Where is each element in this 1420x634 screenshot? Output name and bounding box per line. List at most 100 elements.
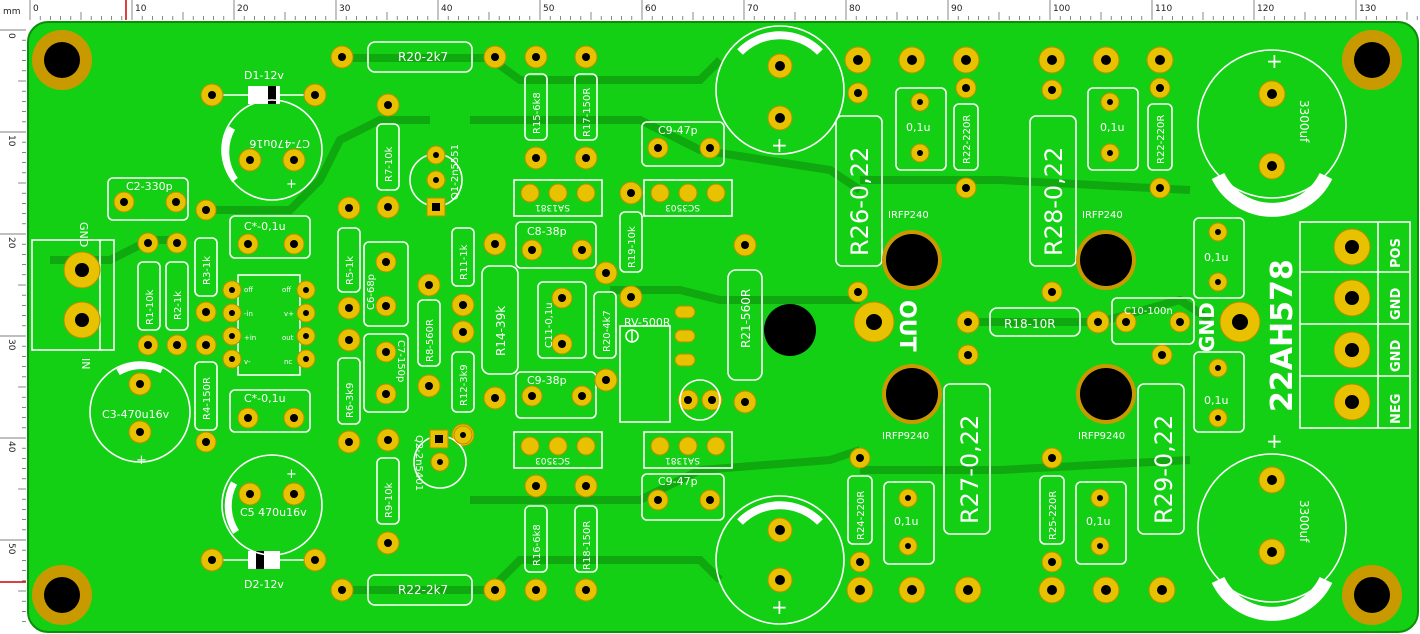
- label-r7: R7-10k: [384, 146, 395, 182]
- label-d2: D2-12v: [244, 578, 284, 591]
- transistor-q1: Q1-2n5551: [409, 144, 463, 217]
- input-terminal: GND IN: [31, 222, 115, 369]
- label-c-bot: C*-0,1u: [244, 392, 286, 405]
- label-c3: C3-470u16v: [102, 408, 170, 421]
- label-r11: R11-1k: [459, 244, 470, 280]
- label-r26: R26-0,22: [846, 147, 874, 256]
- ruler-unit: mm: [3, 7, 21, 17]
- label-r20b: R20-4k7: [602, 310, 613, 352]
- label-irfp240-a: IRFP240: [888, 210, 929, 221]
- gnd-output-terminal: GND: [1195, 301, 1261, 352]
- label-neg: NEG: [1389, 394, 1404, 424]
- label-sc3503-top: SC3503: [665, 202, 700, 212]
- resistor-r22: R22-2k7: [330, 574, 507, 606]
- resistor-r7: R7-10k: [376, 93, 400, 219]
- cap-c10: C10-100n: [1111, 297, 1195, 345]
- resistor-r15: R15-6k8: [524, 45, 548, 170]
- label-cap-01u-d: 0,1u: [1086, 515, 1110, 528]
- label-r28: R28-0,22: [1040, 147, 1068, 256]
- cap-3300-bot: 3300uf +: [1197, 429, 1347, 621]
- opamp-pin-label: out: [282, 334, 294, 342]
- cap-c7-top: C7-470u16 +: [221, 99, 323, 201]
- label-r16: R16-6k8: [532, 524, 543, 566]
- resistor-r9: R9-10k: [376, 428, 400, 555]
- resistor-r11: R11-1k: [451, 227, 475, 317]
- ruler-left-label: 30: [6, 339, 16, 351]
- ruler-top-label: 10: [135, 4, 147, 14]
- ruler-top-label: 30: [339, 4, 351, 14]
- label-cap3300-bot: 3300uf: [1297, 500, 1311, 543]
- resistor-r22-220-a: R22-220R: [952, 46, 980, 199]
- pcb-board: [27, 21, 1419, 633]
- label-gnd-1: GND: [1389, 287, 1404, 320]
- transistor-sa1381-bot: SA1381: [643, 431, 733, 469]
- label-r18b: R18-150R: [582, 521, 593, 570]
- label-r17: R17-150R: [582, 88, 593, 137]
- label-cap-01u-b: 0,1u: [1100, 121, 1124, 134]
- label-cap-01u-f: 0,1u: [1204, 394, 1228, 407]
- mosfet-irfp240-a: IRFP240: [847, 210, 942, 303]
- label-c11: C11-0,1u: [544, 302, 555, 348]
- label-r27: R27-0,22: [956, 415, 984, 524]
- board-name: 22AH578: [1265, 259, 1300, 412]
- label-cap3300-top: 3300uf: [1297, 100, 1311, 143]
- resistor-r18: R18-10R: [956, 307, 1110, 337]
- cap-c2: C2-330p: [107, 177, 189, 221]
- label-r3: R3-1k: [202, 256, 213, 285]
- label-sa1381-top: SA1381: [535, 202, 570, 212]
- label-r24: R24-220R: [856, 491, 867, 540]
- label-pos: POS: [1389, 238, 1404, 268]
- cap-c9-mid: C9-38p: [515, 371, 597, 419]
- label-out: OUT: [894, 300, 919, 352]
- ruler-top-label: 110: [1155, 4, 1172, 14]
- label-d1: D1-12v: [244, 69, 284, 82]
- label-sa1381-bot: SA1381: [665, 455, 700, 465]
- transistor-q2: Q2-2n5401: [413, 425, 473, 491]
- cap-01u-c: 0,1u: [883, 481, 935, 604]
- opamp-pin-label: v-: [244, 358, 251, 366]
- cap-c9-bot: C9-47p: [641, 473, 725, 521]
- cap-3300-top: 3300uf +: [1197, 49, 1347, 217]
- label-in: IN: [79, 358, 92, 369]
- plus-sign: +: [1266, 49, 1283, 73]
- resistor-r25: R25-220R: [1038, 447, 1066, 604]
- label-c6: C6-68p: [366, 274, 377, 310]
- ruler-top-label: 0: [33, 4, 39, 14]
- cap-01u-b: 0,1u: [1087, 46, 1139, 171]
- resistor-r27: R27-0,22: [943, 344, 991, 604]
- plus-sign: +: [1266, 429, 1283, 453]
- mosfet-irfp240-b: IRFP240: [1041, 210, 1136, 303]
- resistor-r20b: R20-4k7: [593, 261, 618, 392]
- label-r12: R12-3k9: [459, 364, 470, 406]
- ruler-left-label: 10: [6, 135, 16, 147]
- resistor-r29: R29-0,22: [1137, 344, 1185, 604]
- plus-sign: +: [136, 453, 147, 468]
- label-sc3503-bot: SC3503: [535, 455, 570, 465]
- label-r6: R6-3k9: [345, 383, 356, 418]
- label-cap-01u-e: 0,1u: [1204, 251, 1228, 264]
- label-c9-top: C9-47p: [658, 124, 698, 137]
- cap-c7-mid: C7-150p: [363, 333, 409, 413]
- label-rv: RV-500R: [624, 316, 671, 329]
- label-c7-top: C7-470u16: [249, 137, 310, 150]
- resistor-r28: R28-0,22: [1029, 46, 1077, 267]
- opamp-pin-label: off: [282, 286, 291, 294]
- label-r8: R8-560R: [425, 319, 436, 362]
- label-gnd-2: GND: [1389, 339, 1404, 372]
- plus-sign: +: [771, 595, 788, 619]
- label-r14: R14-39k: [494, 306, 508, 356]
- opamp-pin-label: off: [244, 286, 253, 294]
- ruler-top-label: 80: [849, 4, 861, 14]
- resistor-r6: R6-3k9: [337, 328, 361, 454]
- cap-01u-d: 0,1u: [1075, 481, 1127, 604]
- resistor-r20: R20-2k7: [330, 41, 507, 73]
- label-r22-220-a: R22-220R: [962, 115, 973, 164]
- label-r9: R9-10k: [384, 482, 395, 518]
- trimmer-rv: RV-500R: [619, 305, 723, 423]
- ruler-top-label: 70: [747, 4, 759, 14]
- cap-c8: C8-38p: [515, 221, 597, 269]
- label-r21: R21-560R: [739, 289, 753, 348]
- cap-big-top: +: [715, 25, 845, 157]
